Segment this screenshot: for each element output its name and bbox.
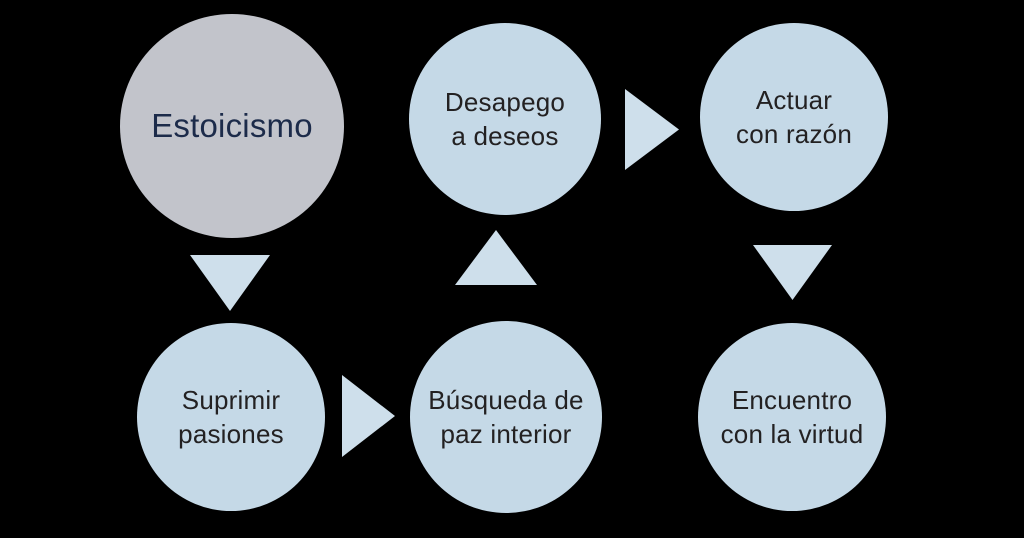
node-label: Encuentro con la virtud <box>720 384 864 449</box>
node-suprimir-pasiones: Suprimir pasiones <box>137 323 325 511</box>
arrow-up-icon <box>455 230 537 285</box>
node-label: Desapego a deseos <box>444 86 566 151</box>
node-encuentro-con-la-virtud: Encuentro con la virtud <box>698 323 886 511</box>
node-estoicismo: Estoicismo <box>120 14 344 238</box>
node-busqueda-de-paz-interior: Búsqueda de paz interior <box>410 321 602 513</box>
arrow-down-icon <box>753 245 832 300</box>
node-label: Suprimir pasiones <box>178 384 284 449</box>
arrow-down-icon <box>190 255 270 311</box>
node-actuar-con-razon: Actuar con razón <box>700 23 888 211</box>
arrow-right-icon <box>625 89 679 170</box>
arrow-right-icon <box>342 375 395 457</box>
node-label: Búsqueda de paz interior <box>428 384 584 449</box>
node-label: Estoicismo <box>151 107 313 145</box>
node-label: Actuar con razón <box>736 84 852 149</box>
node-desapego-a-deseos: Desapego a deseos <box>409 23 601 215</box>
